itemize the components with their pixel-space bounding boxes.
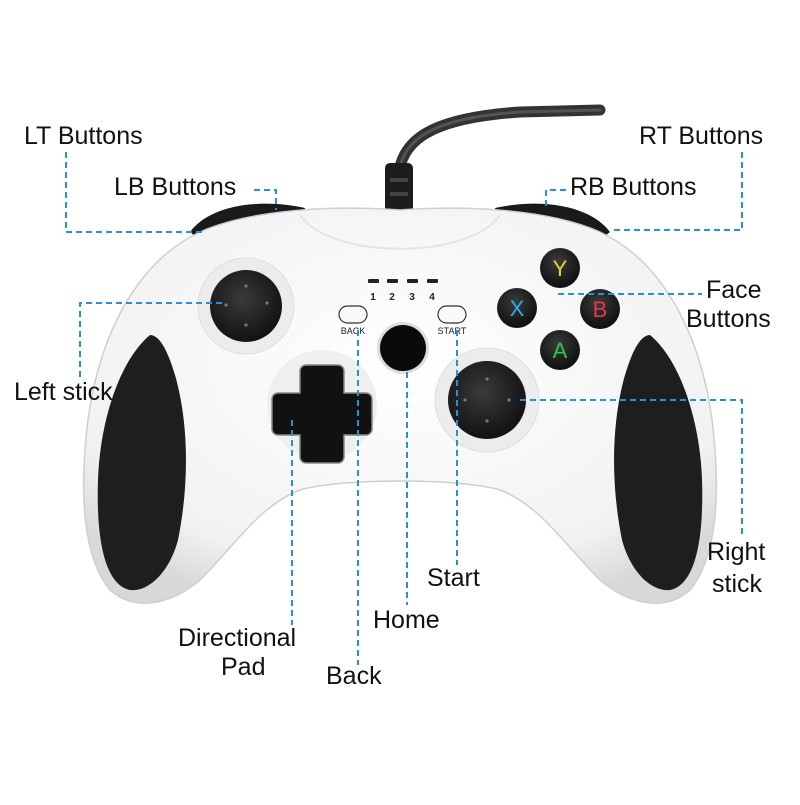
home-button[interactable] [377,322,429,374]
leader-lb [254,189,277,210]
x-button-letter: X [510,296,525,321]
face-buttons: Y X B A [497,248,620,370]
right-stick-label-line2: stick [712,570,762,598]
player-leds [368,279,438,283]
leader-right-stick [520,399,743,535]
back-label: Back [326,662,382,690]
a-button-letter: A [553,338,568,363]
x-button[interactable]: X [497,288,537,328]
right-stick[interactable] [434,347,540,453]
back-button[interactable]: BACK [338,305,368,336]
lb-buttons-label: LB Buttons [114,173,237,201]
start-button[interactable]: START [437,305,467,336]
directional-pad-label-line2: Pad [221,653,266,681]
usb-cable [385,104,606,215]
rt-buttons-label: RT Buttons [639,122,764,150]
y-button-letter: Y [553,256,568,281]
left-grip [97,335,186,591]
leader-rb [545,189,566,210]
right-stick-label-line1: Right [707,538,766,566]
left-stick-label: Left stick [14,378,113,406]
leader-rt [610,152,743,231]
directional-pad[interactable] [267,350,377,464]
right-grip [614,335,703,591]
rb-buttons-label: RB Buttons [570,173,697,201]
start-button-label: START [438,326,467,336]
start-label: Start [427,564,480,592]
led-label-2: 2 [389,292,395,303]
leader-lt [65,152,205,233]
led-label-1: 1 [370,292,376,303]
lt-buttons-label: LT Buttons [24,122,143,150]
leader-lines [65,152,743,665]
a-button[interactable]: A [540,330,580,370]
led-label-3: 3 [409,292,415,303]
back-button-label: BACK [341,326,366,336]
y-button[interactable]: Y [540,248,580,288]
home-label: Home [373,606,440,634]
b-button-letter: B [593,297,608,322]
b-button[interactable]: B [580,289,620,329]
face-buttons-label-line2: Buttons [686,305,771,333]
directional-pad-label-line1: Directional [178,624,297,652]
leader-left-stick [79,302,222,378]
led-label-4: 4 [429,292,435,303]
face-buttons-label-line1: Face [706,276,762,304]
left-stick[interactable] [197,257,295,355]
